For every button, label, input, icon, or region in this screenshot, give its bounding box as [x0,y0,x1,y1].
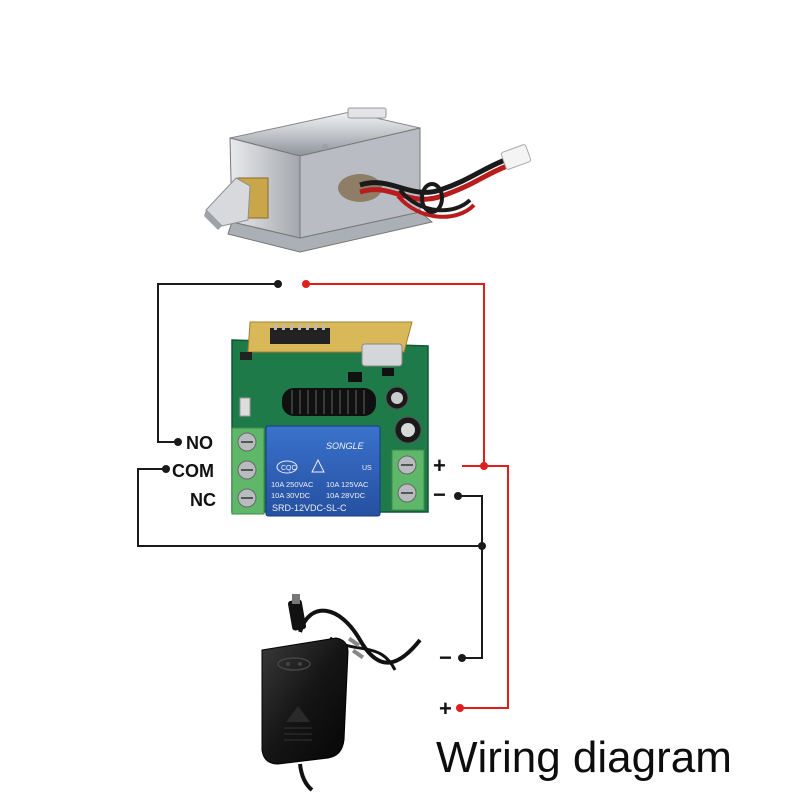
terminal-label-no: NO [186,433,213,453]
relay-plus-label: + [433,453,446,478]
diagram-caption: Wiring diagram [436,733,732,782]
relay-songle: SONGLE CQC US 10A 250VAC 10A 125VAC 10A … [265,425,381,517]
relay-rating-1: 10A 250VAC [271,480,314,489]
relay-rating-3: 10A 30VDC [271,491,311,500]
relay-cert-us: US [362,465,372,472]
terminal-label-nc: NC [190,490,216,510]
wire-relay-plus [460,465,509,709]
relay-rating-2: 10A 125VAC [326,480,369,489]
wiring [137,280,509,712]
wire-lock-to-plus [306,283,485,466]
relay-model: SRD-12VDC-SL-C [272,503,347,513]
relay-cert-cqc: CQC [281,465,297,472]
relay-rating-4: 10A 28VDC [326,491,366,500]
wire-relay-minus [458,495,483,659]
terminal-block-right [391,449,425,511]
relay-minus-label: − [433,482,446,507]
wire-lock-to-no [157,283,278,443]
terminal-label-com: COM [172,461,214,481]
relay-module-icon: SONGLE CQC US 10A 250VAC 10A 125VAC 10A … [231,321,429,517]
terminal-block-left [231,427,265,515]
solenoid-lock-icon [204,107,532,253]
adapter-minus-label: − [439,645,452,670]
wire-com-to-ground [137,468,482,547]
relay-brand: SONGLE [326,441,365,451]
antenna-coil [282,388,376,416]
adapter-plus-label: + [439,696,452,721]
power-adapter-icon [261,594,422,792]
